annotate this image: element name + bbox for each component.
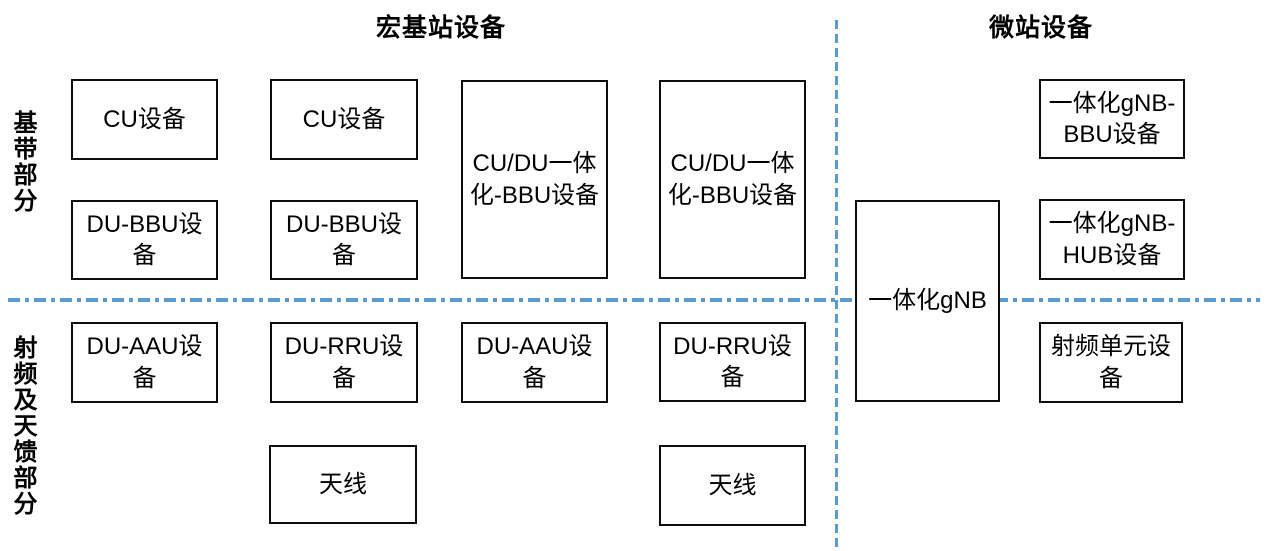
row-label-baseband: 基带部分	[9, 110, 36, 214]
device-box-du-aau-1: DU-AAU设 备	[71, 322, 218, 403]
device-box-du-rru-2: DU-RRU设 备	[659, 322, 806, 402]
vertical-dashed-divider	[835, 20, 838, 551]
micro-station-title: 微站设备	[988, 14, 1093, 42]
device-box-du-aau-2: DU-AAU设 备	[461, 322, 608, 403]
device-box-du-rru-1: DU-RRU设 备	[270, 322, 418, 403]
device-box-cudu-bbu-2: CU/DU一体 化-BBU设备	[659, 80, 806, 279]
device-box-du-bbu-2: DU-BBU设 备	[270, 200, 418, 280]
row-label-rf-antenna: 射频及天馈部分	[9, 335, 36, 517]
device-box-rf-unit: 射频单元设 备	[1039, 322, 1183, 403]
device-box-gnb-hub: 一体化gNB- HUB设备	[1039, 199, 1185, 280]
device-box-cu-2: CU设备	[270, 79, 418, 160]
device-box-cudu-bbu-1: CU/DU一体 化-BBU设备	[461, 80, 608, 279]
device-box-gnb-bbu: 一体化gNB- BBU设备	[1039, 79, 1185, 159]
device-box-antenna-2: 天线	[659, 445, 806, 526]
device-box-integrated-gnb: 一体化gNB	[855, 200, 1000, 402]
device-box-antenna-1: 天线	[269, 445, 417, 524]
horizontal-dashdot-divider	[8, 298, 1260, 302]
macro-station-title: 宏基站设备	[375, 14, 506, 42]
device-box-cu-1: CU设备	[71, 79, 218, 160]
device-box-du-bbu-1: DU-BBU设 备	[71, 200, 218, 280]
